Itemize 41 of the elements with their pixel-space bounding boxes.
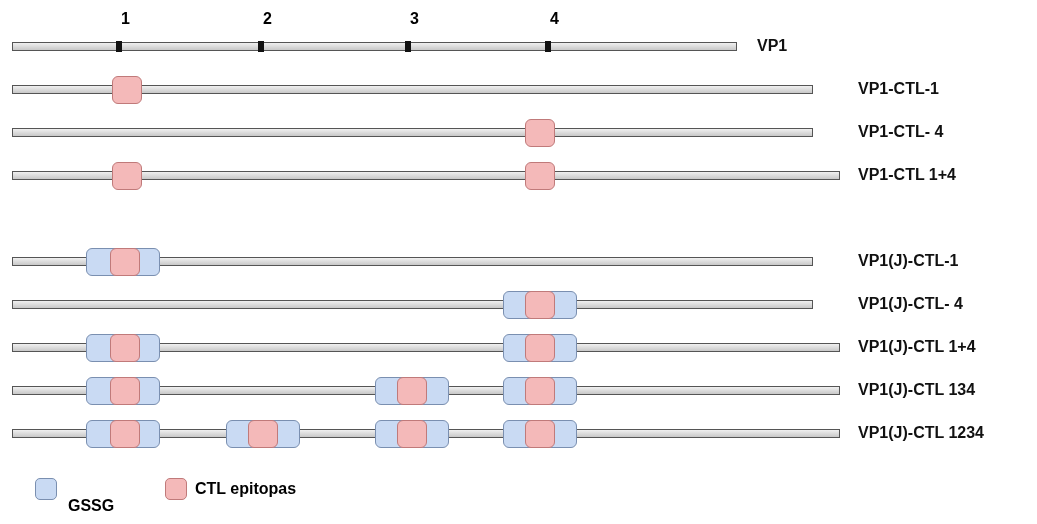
legend-label: GSSG	[68, 497, 115, 515]
epitope-box	[112, 76, 142, 104]
linker-box	[86, 377, 160, 405]
epitope-box	[525, 420, 555, 448]
site-number: 4	[550, 10, 559, 28]
construct-label: VP1(J)-CTL- 4	[858, 295, 963, 313]
epitope-box	[397, 377, 427, 405]
site-number: 2	[263, 10, 272, 28]
site-number: 3	[410, 10, 419, 28]
epitope-box	[525, 291, 555, 319]
linker-box	[503, 291, 577, 319]
site-number: 1	[121, 10, 130, 28]
epitope-box	[110, 248, 140, 276]
construct-label: VP1(J)-CTL 134	[858, 381, 976, 399]
linker-box	[86, 248, 160, 276]
epitope-box	[525, 119, 555, 147]
construct-label: VP1	[757, 37, 788, 55]
linker-box	[375, 377, 449, 405]
construct-label: VP1(J)-CTL 1+4	[858, 338, 976, 356]
epitope-box	[112, 162, 142, 190]
epitope-box	[525, 162, 555, 190]
linker-box	[226, 420, 300, 448]
epitope-box	[397, 420, 427, 448]
epitope-box	[248, 420, 278, 448]
linker-box	[86, 420, 160, 448]
linker-box	[86, 334, 160, 362]
epitope-box	[110, 334, 140, 362]
construct-label: VP1(J)-CTL 1234	[858, 424, 984, 442]
linker-box	[375, 420, 449, 448]
epitope-box	[110, 377, 140, 405]
construct-label: VP1-CTL 1+4	[858, 166, 956, 184]
construct-label: VP1-CTL-1	[858, 80, 939, 98]
epitope-box	[110, 420, 140, 448]
linker-box	[503, 334, 577, 362]
linker-box	[503, 420, 577, 448]
epitope-box	[525, 377, 555, 405]
construct-label: VP1(J)-CTL-1	[858, 252, 959, 270]
linker-box	[503, 377, 577, 405]
legend-label: CTL epitopas	[195, 480, 297, 498]
epitope-box	[525, 334, 555, 362]
construct-label: VP1-CTL- 4	[858, 123, 944, 141]
